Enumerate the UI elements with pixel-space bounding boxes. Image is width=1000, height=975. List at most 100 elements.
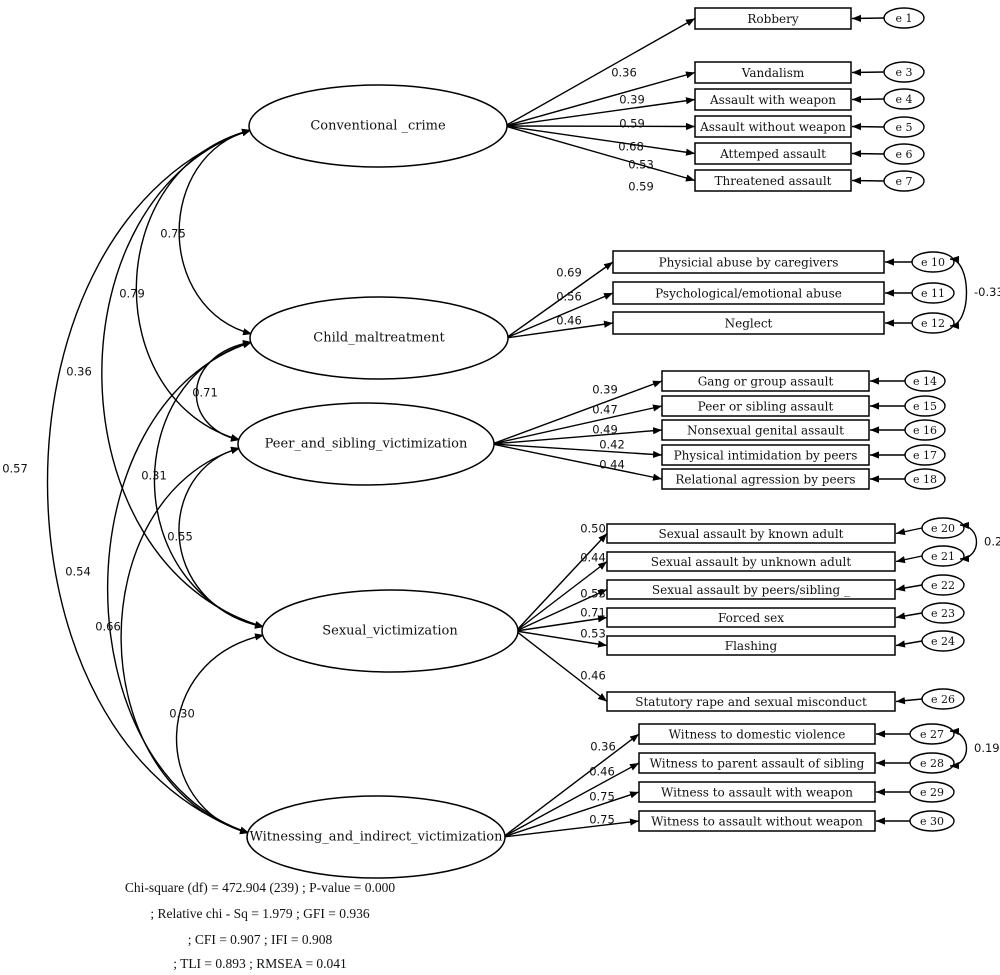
indicator-label: Attemped assault (719, 147, 826, 161)
indicator-label: Assault without weapon (699, 120, 846, 134)
correlation-value-conv-witness: 0.57 (2, 462, 28, 476)
indicator-box (606, 691, 896, 712)
loading-value: 0.49 (592, 423, 618, 437)
error-arrow (895, 555, 923, 564)
latent-node-child (249, 296, 509, 380)
loading-arrow (491, 404, 663, 445)
error-label: e 12 (921, 317, 945, 330)
loading-arrow (505, 261, 614, 339)
loading-arrow (502, 791, 640, 838)
loading-arrow (515, 588, 608, 632)
loading-arrow (504, 17, 696, 127)
error-correlation-value: 0.26 (984, 535, 1000, 549)
error-arrow (895, 584, 923, 592)
indicator-label: Witness to assault without weapon (651, 815, 863, 829)
indicator-label: Flashing (725, 639, 778, 653)
error-arrow (895, 612, 923, 620)
indicator-box (638, 810, 876, 832)
indicator-box (606, 523, 896, 544)
indicator-label: Physicial abuse by caregivers (659, 256, 839, 270)
loading-arrow (504, 71, 696, 127)
indicator-label: Sexual assault by known adult (659, 527, 844, 541)
indicator-box (606, 635, 896, 656)
loading-value: 0.39 (619, 93, 645, 107)
error-correlation-value: 0.19 (974, 741, 1000, 755)
latent-node-sexual (261, 589, 519, 673)
correlation-value-child-sexual: 0.31 (141, 469, 167, 483)
fit-indices-line-3: ; CFI = 0.907 ; IFI = 0.908 (187, 932, 333, 947)
error-label: e 22 (931, 579, 955, 592)
loading-arrow (502, 733, 640, 838)
error-label: e 4 (895, 93, 912, 106)
loading-arrow (515, 630, 608, 648)
loading-arrow (491, 443, 663, 459)
indicator-label: Assault with weapon (709, 93, 836, 107)
indicator-label: Nonsexual genital assault (687, 424, 844, 438)
loading-value: 0.46 (580, 669, 606, 683)
indicator-box (606, 607, 896, 628)
error-label: e 15 (913, 400, 937, 413)
loading-value: 0.39 (592, 383, 618, 397)
indicator-label: Peer or sibling assault (698, 400, 834, 414)
loading-arrow (505, 320, 614, 339)
error-label: e 11 (921, 287, 945, 300)
indicator-box (612, 281, 885, 305)
loading-value: 0.44 (580, 551, 606, 565)
correlation-arc-sexual-witness (175, 633, 265, 835)
loading-value: 0.42 (599, 438, 625, 452)
indicator-box (661, 419, 870, 441)
indicator-label: Witness to assault with weapon (661, 786, 853, 800)
indicator-label: Neglect (725, 317, 773, 331)
indicator-box (606, 579, 896, 600)
loading-arrow (515, 560, 608, 632)
indicator-box (661, 370, 870, 392)
latent-label-witness: Witnessing_and_indirect_victimization (250, 830, 504, 845)
error-label: e 17 (913, 449, 937, 462)
indicator-box (694, 169, 852, 192)
loading-arrow (515, 615, 608, 632)
indicator-box (694, 142, 852, 165)
error-arrow (851, 150, 885, 158)
latent-label-child: Child_maltreatment (313, 331, 445, 346)
error-label: e 14 (913, 375, 937, 388)
loading-arrow (491, 427, 663, 445)
loading-value: 0.46 (556, 314, 582, 328)
indicator-label: Statutory rape and sexual misconduct (635, 695, 867, 709)
error-correlation-arc (959, 521, 977, 563)
error-arrow (851, 95, 885, 103)
indicator-box (661, 395, 870, 417)
loading-arrow (491, 443, 663, 481)
latent-label-peer: Peer_and_sibling_victimization (265, 437, 468, 452)
fit-indices-line-1: Chi-square (df) = 472.904 (239) ; P-valu… (124, 880, 396, 895)
loading-value: 0.47 (592, 403, 618, 417)
loading-value: 0.59 (628, 180, 654, 194)
error-arrow (851, 68, 885, 76)
indicator-box (694, 88, 852, 111)
correlation-value-conv-peer: 0.79 (119, 287, 145, 301)
loading-value: 0.36 (590, 740, 616, 754)
indicator-box (638, 781, 876, 803)
loading-arrow (504, 97, 696, 127)
latent-node-conv (248, 84, 508, 168)
correlation-value-conv-sexual: 0.36 (66, 365, 92, 379)
error-label: e 21 (931, 550, 955, 563)
error-label: e 5 (895, 121, 912, 134)
fit-indices-line-2: ; Relative chi - Sq = 1.979 ; GFI = 0.93… (150, 906, 370, 921)
indicator-label: Robbery (747, 12, 798, 26)
loading-value: 0.71 (580, 606, 606, 620)
loading-value: 0.53 (580, 587, 606, 601)
indicator-box (638, 752, 876, 774)
indicator-label: Physical intimidation by peers (674, 449, 858, 463)
error-correlation-arc (949, 255, 968, 330)
node-layer: Conventional _crimeChild_maltreatmentPee… (237, 7, 896, 879)
error-label: e 24 (931, 635, 955, 648)
error-arrow (851, 14, 885, 22)
latent-correlation-layer: 0.750.790.360.570.710.310.540.550.660.30 (2, 128, 265, 835)
indicator-box (694, 61, 852, 84)
error-label: e 30 (920, 815, 944, 828)
indicator-label: Relational agression by peers (675, 473, 855, 487)
loading-value: 0.75 (589, 813, 615, 827)
indicator-label: Sexual assault by unknown adult (651, 555, 852, 569)
error-label: e 1 (895, 12, 912, 25)
